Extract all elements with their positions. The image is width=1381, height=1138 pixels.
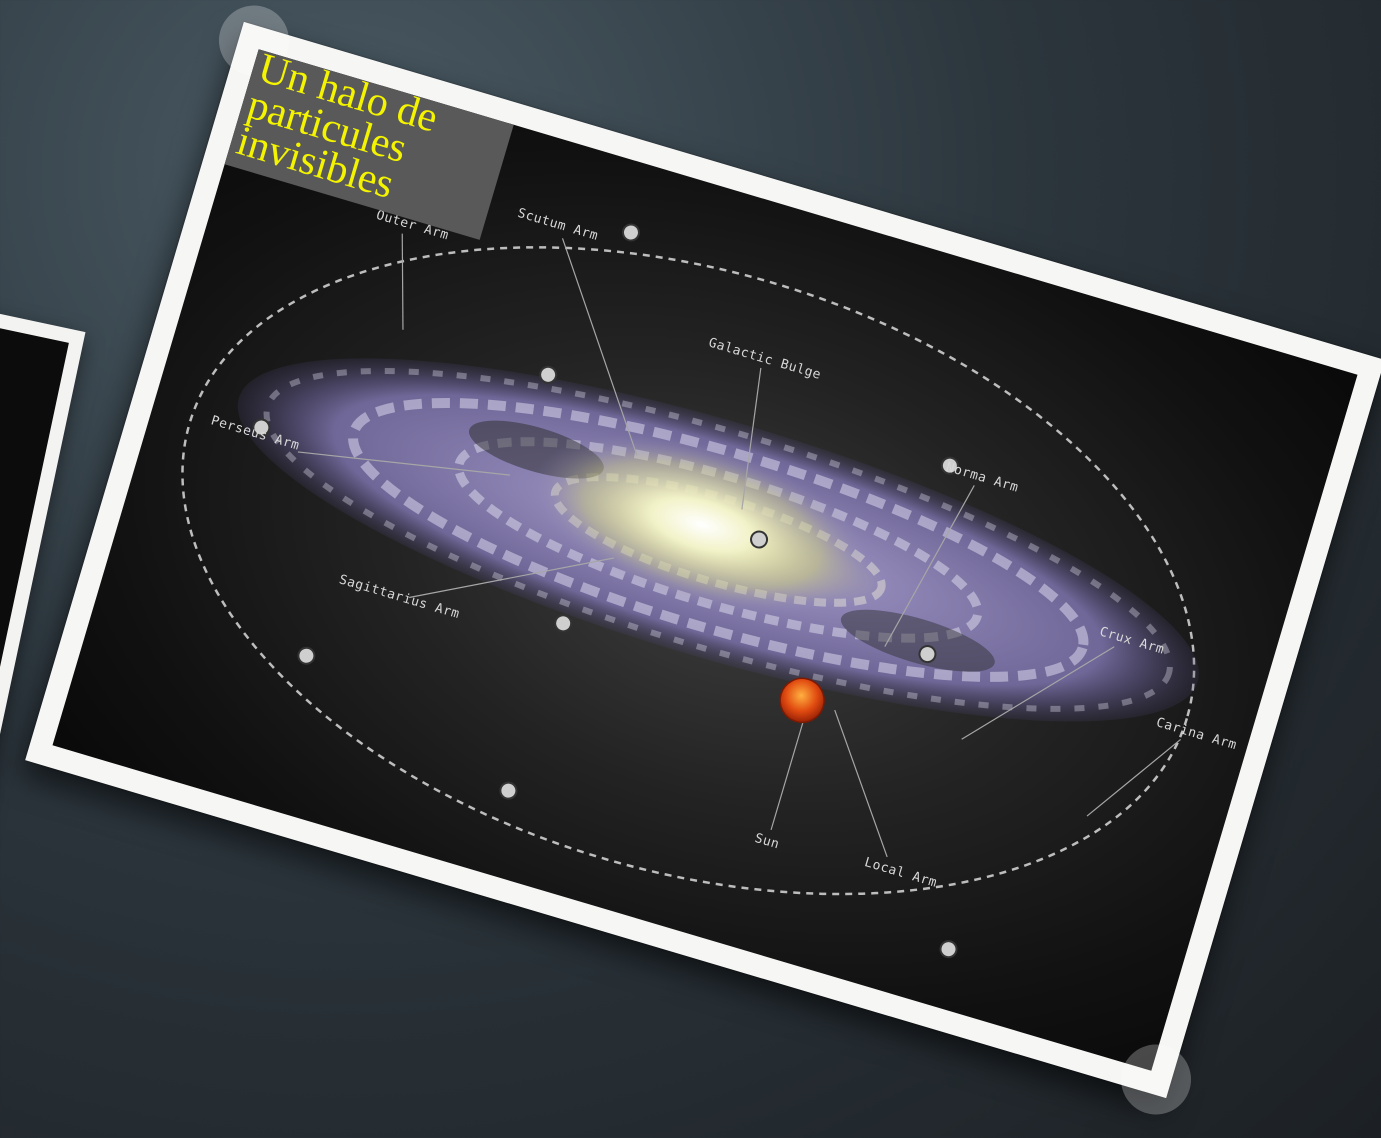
background-photo-image bbox=[0, 296, 69, 864]
particle-dot bbox=[939, 940, 958, 959]
galaxy-diagram: Scutum Arm Outer Arm Galactic Bulge Norm… bbox=[52, 49, 1358, 1071]
background-photo bbox=[0, 280, 86, 880]
particle-dot bbox=[940, 456, 959, 475]
particle-dot bbox=[639, 977, 658, 996]
particle-dot bbox=[750, 530, 769, 549]
galaxy-svg bbox=[181, 223, 1199, 996]
sun-marker bbox=[779, 677, 825, 724]
particle-dot bbox=[539, 365, 558, 384]
particle-dot bbox=[918, 645, 937, 664]
halo-outline bbox=[181, 246, 1196, 896]
particle-dot bbox=[252, 418, 271, 437]
particle-dot bbox=[621, 223, 640, 242]
particle-dot bbox=[554, 614, 573, 633]
particle-dot bbox=[499, 781, 518, 800]
particle-dot bbox=[297, 646, 316, 665]
galactic-bulge bbox=[532, 434, 872, 615]
photo-frame: Scutum Arm Outer Arm Galactic Bulge Norm… bbox=[25, 21, 1381, 1099]
